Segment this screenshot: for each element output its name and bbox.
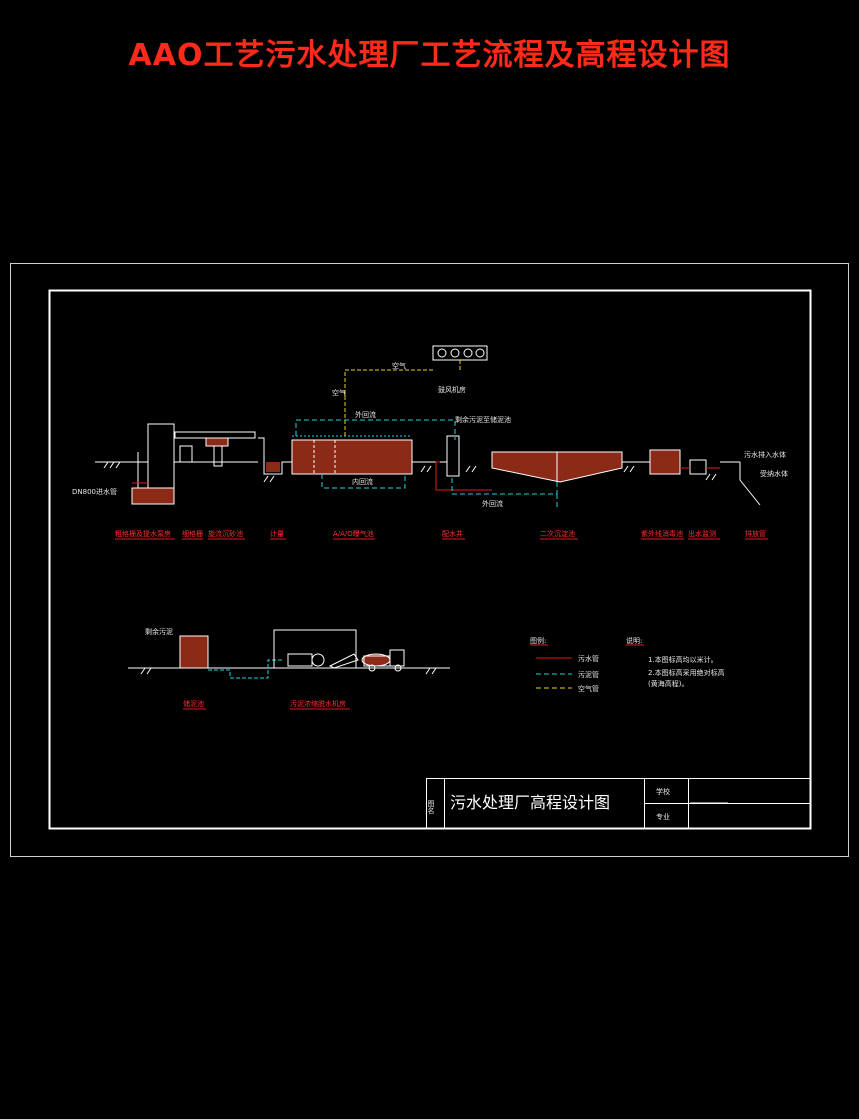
unit-label: 紫外线消毒池: [641, 529, 683, 538]
blower-box: [432, 345, 488, 361]
sludge-inlet-label: 剩余污泥: [145, 627, 173, 636]
sludge-unit-label: 储泥池: [183, 699, 204, 708]
unit-label: 计量: [270, 529, 284, 538]
title-block-label-major: 专业: [656, 812, 670, 821]
legend-label: 污水管: [578, 654, 599, 663]
legend-label: 空气管: [578, 684, 599, 693]
title-block-label-school: 学校: [656, 787, 670, 796]
note-line: 2.本图标高采用绝对标高: [648, 668, 725, 677]
blower-house-label: 鼓风机房: [438, 385, 466, 394]
unit-label: 出水监测: [688, 529, 716, 538]
note-line: 1.本图标高均以米计。: [648, 655, 718, 664]
sludge-profile: [128, 629, 450, 679]
unit-label: 粗格栅及提水泵房: [115, 529, 171, 538]
external-return-label: 外回流: [355, 410, 376, 419]
unit-label: 配水井: [442, 529, 463, 538]
process-profile: [95, 345, 761, 510]
notes-title: 说明:: [626, 636, 642, 645]
title-block-label-tuming: 图名: [427, 800, 435, 815]
distribution-well: [446, 435, 460, 477]
legend-title: 图例:: [530, 636, 546, 645]
unit-label: 细格栅: [182, 529, 203, 538]
uv-channel: [649, 449, 681, 475]
legend-label: 污泥管: [578, 670, 599, 679]
air-vertical-label: 空气: [332, 388, 346, 397]
external-return-bottom-label: 外回流: [482, 499, 503, 508]
outfall-bottom-label: 受纳水体: [760, 469, 788, 478]
sludge-storage-tank: [179, 635, 209, 669]
drawing-name: 污水处理厂高程设计图: [450, 793, 610, 812]
sludge-unit-label: 污泥浓缩脱水机房: [290, 699, 346, 708]
notes: 说明: 1.本图标高均以米计。 2.本图标高采用绝对标高 (黄海高程)。: [626, 636, 725, 688]
outfall-top-label: 污水排入水体: [744, 450, 786, 459]
excess-sludge-label: 剩余污泥至储泥池: [455, 415, 511, 424]
air-pipe-label: 空气: [392, 361, 406, 370]
note-line: (黄海高程)。: [648, 679, 688, 688]
inner-frame: [48, 289, 812, 830]
dewatering-house: [273, 629, 357, 668]
page-title: AAO工艺污水处理厂工艺流程及高程设计图: [128, 38, 731, 73]
outer-frame: [10, 263, 849, 857]
unit-label: 旋流沉砂池: [208, 529, 243, 538]
aao-tank: [291, 439, 413, 475]
unit-label: A/A/O曝气池: [333, 529, 374, 538]
unit-label: 排放管: [745, 529, 766, 538]
unit-label: 二次沉淀池: [540, 529, 575, 538]
internal-return-label: 内回流: [352, 477, 373, 486]
monitor-well: [689, 459, 707, 475]
inlet-pipe-label: DN800进水管: [72, 487, 117, 496]
legend: 图例: 污水管 污泥管 空气管: [530, 636, 599, 693]
pump-well-water: [131, 487, 175, 505]
